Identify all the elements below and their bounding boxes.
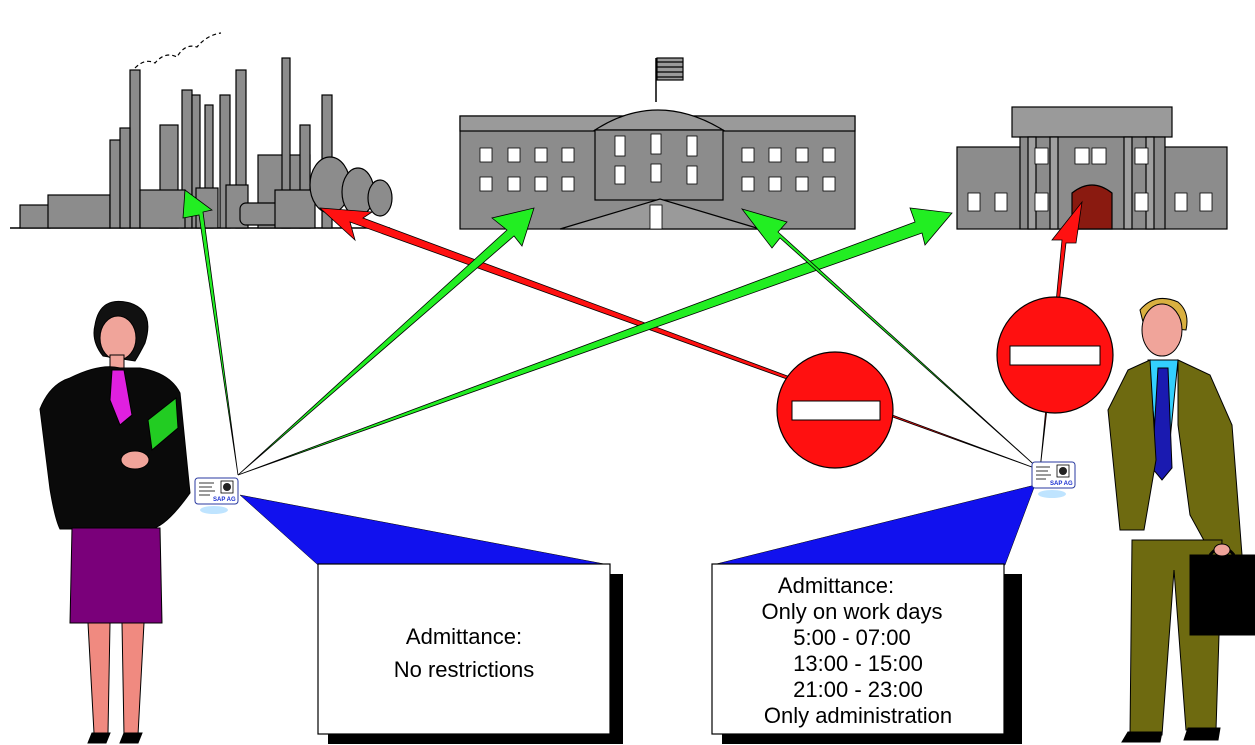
beam-left: [239, 494, 611, 566]
callout-right-line-5: 21:00 - 23:00: [793, 677, 923, 702]
allowed-arrow-left-to-govt: [237, 207, 535, 476]
callout-right-line-6: Only administration: [764, 703, 952, 728]
administration-building-illustration: [956, 106, 1228, 230]
entrance-door: [1071, 184, 1113, 230]
callout-right-line-3: 5:00 - 07:00: [793, 625, 910, 650]
beam-right: [711, 484, 1036, 566]
badge-right-company: SAP AG: [1050, 481, 1073, 487]
no-entry-sign-middle: [776, 351, 894, 469]
allowed-arrow-left-to-factory: [182, 189, 239, 476]
businesswoman-figure: [39, 300, 191, 744]
id-badge-right: SAP AG: [1031, 461, 1076, 498]
denied-arrow-to-admin: [1039, 200, 1083, 471]
callout-right: Admittance: Only on work days 5:00 - 07:…: [711, 563, 1022, 744]
flag-icon: [656, 57, 684, 81]
businessman-figure: [1107, 297, 1255, 743]
allowed-arrow-right-to-govt: [740, 208, 1041, 471]
government-building-illustration: [459, 57, 856, 230]
access-arrows: [182, 189, 1083, 476]
allowed-arrow-left-to-admin: [237, 207, 953, 476]
no-entry-sign-right: [996, 296, 1114, 414]
factory-illustration: [10, 32, 393, 229]
callout-left-line-1: Admittance:: [406, 624, 522, 649]
callout-left-line-2: No restrictions: [394, 657, 535, 682]
callout-left: Admittance: No restrictions: [317, 563, 623, 744]
badge-left-company: SAP AG: [213, 497, 236, 503]
callout-right-line-1: Admittance:: [778, 573, 894, 598]
callout-right-line-4: 13:00 - 15:00: [793, 651, 923, 676]
denied-arrow-to-factory: [318, 207, 1041, 471]
callout-right-line-2: Only on work days: [762, 599, 943, 624]
id-badge-left: SAP AG: [194, 477, 239, 514]
